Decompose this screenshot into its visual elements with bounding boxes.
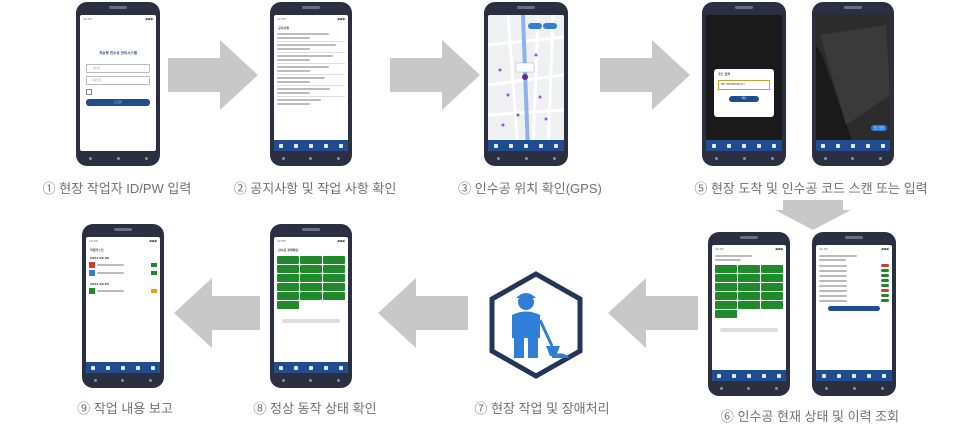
phone-login: 12:53◼◼◼ 지능형 인수공 관리시스템 아이디 패스워드 로그인 bbox=[76, 2, 160, 166]
phone-report: 12:53◼◼◼ 작업리스트 2022.08.08 2022.08.05 bbox=[82, 224, 164, 388]
arrow-down bbox=[775, 200, 851, 230]
notice-title: 공지사항 bbox=[278, 26, 290, 30]
login-title: 지능형 인수공 관리시스템 bbox=[99, 51, 137, 55]
code-modal: 코드 입력 MH 00000000(51) 확인 bbox=[714, 69, 774, 117]
status-title: 인수공 상태확인 bbox=[278, 248, 299, 252]
code-input-field[interactable]: MH 00000000(51) bbox=[718, 80, 770, 90]
report-date-1: 2022.08.08 bbox=[90, 256, 109, 260]
arrow-right-2 bbox=[390, 40, 480, 110]
caption-step-6: ⑥ 인수공 현재 상태 및 이력 조회 bbox=[720, 409, 900, 424]
phone-map bbox=[484, 2, 568, 166]
bottom-nav[interactable] bbox=[274, 140, 348, 151]
arrow-right-3 bbox=[600, 40, 690, 110]
bottom-nav[interactable] bbox=[816, 140, 890, 151]
phone-code-input: 코드 입력 MH 00000000(51) 확인 bbox=[702, 2, 786, 166]
history-button[interactable] bbox=[828, 306, 880, 311]
arrow-left-2 bbox=[378, 278, 468, 348]
camera-view bbox=[816, 15, 890, 151]
login-button[interactable]: 로그인 bbox=[86, 99, 150, 106]
map-view[interactable] bbox=[488, 15, 564, 151]
report-title: 작업리스트 bbox=[90, 248, 104, 252]
phone-notice: 12:53◼◼◼ 공지사항 bbox=[270, 2, 352, 166]
caption-step-9: ⑨ 작업 내용 보고 bbox=[77, 401, 173, 416]
login-id-field[interactable]: 아이디 bbox=[86, 64, 150, 73]
bottom-nav[interactable] bbox=[816, 370, 892, 381]
code-modal-title: 코드 입력 bbox=[718, 72, 731, 76]
phone-camera: 코드 입력 bbox=[812, 2, 894, 166]
bottom-nav[interactable] bbox=[706, 140, 782, 151]
login-remember-checkbox[interactable] bbox=[86, 89, 92, 95]
login-pw-field[interactable]: 패스워드 bbox=[86, 76, 150, 85]
bottom-nav[interactable] bbox=[488, 140, 564, 151]
caption-step-3: ③ 인수공 위치 확인(GPS) bbox=[458, 181, 602, 196]
arrow-left-1 bbox=[608, 278, 698, 348]
phone-status-history: 12:53◼◼◼ bbox=[812, 232, 896, 396]
report-date-2: 2022.08.05 bbox=[90, 282, 109, 286]
phone-status-current: 12:53◼◼◼ bbox=[708, 232, 790, 396]
caption-step-5: ⑤ 현장 도착 및 인수공 코드 스캔 또는 입력 bbox=[694, 181, 928, 196]
arrow-left-3 bbox=[174, 278, 260, 348]
report-item[interactable] bbox=[89, 262, 157, 268]
status-grid bbox=[715, 265, 783, 318]
caption-step-8: ⑧ 정상 동작 상태 확인 bbox=[253, 401, 377, 416]
caption-step-2: ② 공지사항 및 작업 사항 확인 bbox=[233, 181, 397, 196]
bottom-nav[interactable] bbox=[86, 362, 160, 373]
bottom-nav[interactable] bbox=[274, 362, 348, 373]
caption-step-1: ① 현장 작업자 ID/PW 입력 bbox=[42, 181, 192, 196]
worker-shovel-icon bbox=[489, 271, 583, 379]
history-list bbox=[816, 264, 892, 302]
notice-list bbox=[274, 33, 348, 105]
phone-normal-status: 12:53◼◼◼ 인수공 상태확인 bbox=[270, 224, 352, 388]
camera-code-badge[interactable]: 코드 입력 bbox=[870, 125, 887, 131]
bottom-nav[interactable] bbox=[712, 370, 786, 381]
caption-step-7: ⑦ 현장 작업 및 장애처리 bbox=[474, 401, 610, 416]
arrow-right-1 bbox=[168, 40, 258, 110]
report-item[interactable] bbox=[89, 270, 157, 276]
status-grid-normal bbox=[277, 256, 345, 309]
report-item[interactable] bbox=[89, 288, 157, 294]
code-confirm-button[interactable]: 확인 bbox=[729, 96, 759, 102]
